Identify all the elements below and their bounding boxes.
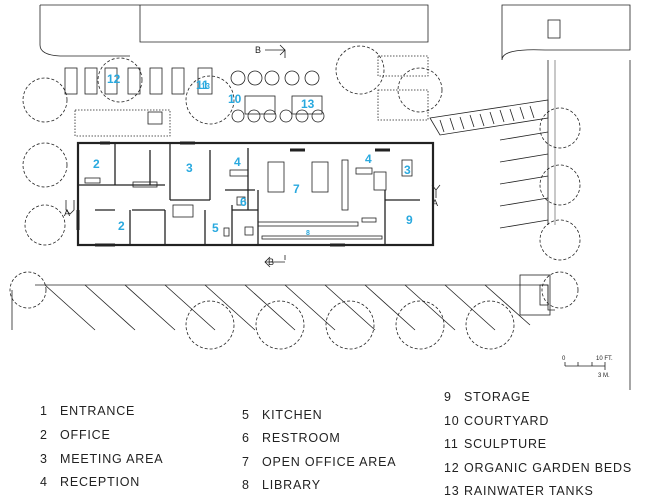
section-marker-b: B	[255, 45, 261, 55]
neighbor-building	[39, 4, 429, 57]
parking-stripes-bottom	[44, 284, 531, 331]
section-marker-b: B	[268, 257, 274, 267]
room-label-storage: 9	[406, 213, 413, 227]
room-label-garden: 12	[107, 72, 121, 86]
furniture	[84, 159, 413, 240]
room-label-restroom: 6	[240, 195, 247, 209]
room-label-kitchen: 5	[212, 221, 219, 235]
room-label-office: 2	[93, 157, 100, 171]
room-label-courtyard: 10	[228, 92, 242, 106]
courtyard-plants	[230, 70, 325, 123]
garden-beds	[64, 55, 429, 137]
room-label-open-office: 7	[293, 182, 300, 196]
scale-zero: 0	[562, 356, 566, 362]
building-outline	[76, 141, 435, 247]
trees	[9, 45, 581, 350]
neighbor-building-right	[501, 4, 631, 61]
interior-walls	[78, 143, 420, 245]
parking-stripes-right	[499, 131, 549, 229]
scale-bar	[564, 362, 606, 370]
section-marker-a: A	[432, 198, 438, 208]
section-arrows	[65, 44, 441, 268]
ramp	[429, 99, 549, 136]
room-label-rain-tanks: 13	[201, 82, 210, 91]
room-label-office: 2	[118, 219, 125, 233]
section-marker-a: A	[64, 208, 70, 218]
room-label-library: 8	[306, 230, 310, 237]
room-label-meeting: 3	[404, 163, 411, 177]
room-label-reception: 4	[234, 155, 241, 169]
scale-feet: 10 FT.	[596, 356, 613, 362]
room-label-sculpture: 11	[196, 78, 209, 92]
room-label-meeting: 3	[186, 161, 193, 175]
room-label-reception: 4	[365, 152, 372, 166]
room-label-rain-tanks: 13	[301, 97, 315, 111]
floor-plan: 2 2 3 3 4 4 5 6 7 8 9 10 11 12 13 13 B B…	[9, 4, 631, 390]
scale-meters: 3 M.	[598, 373, 610, 379]
